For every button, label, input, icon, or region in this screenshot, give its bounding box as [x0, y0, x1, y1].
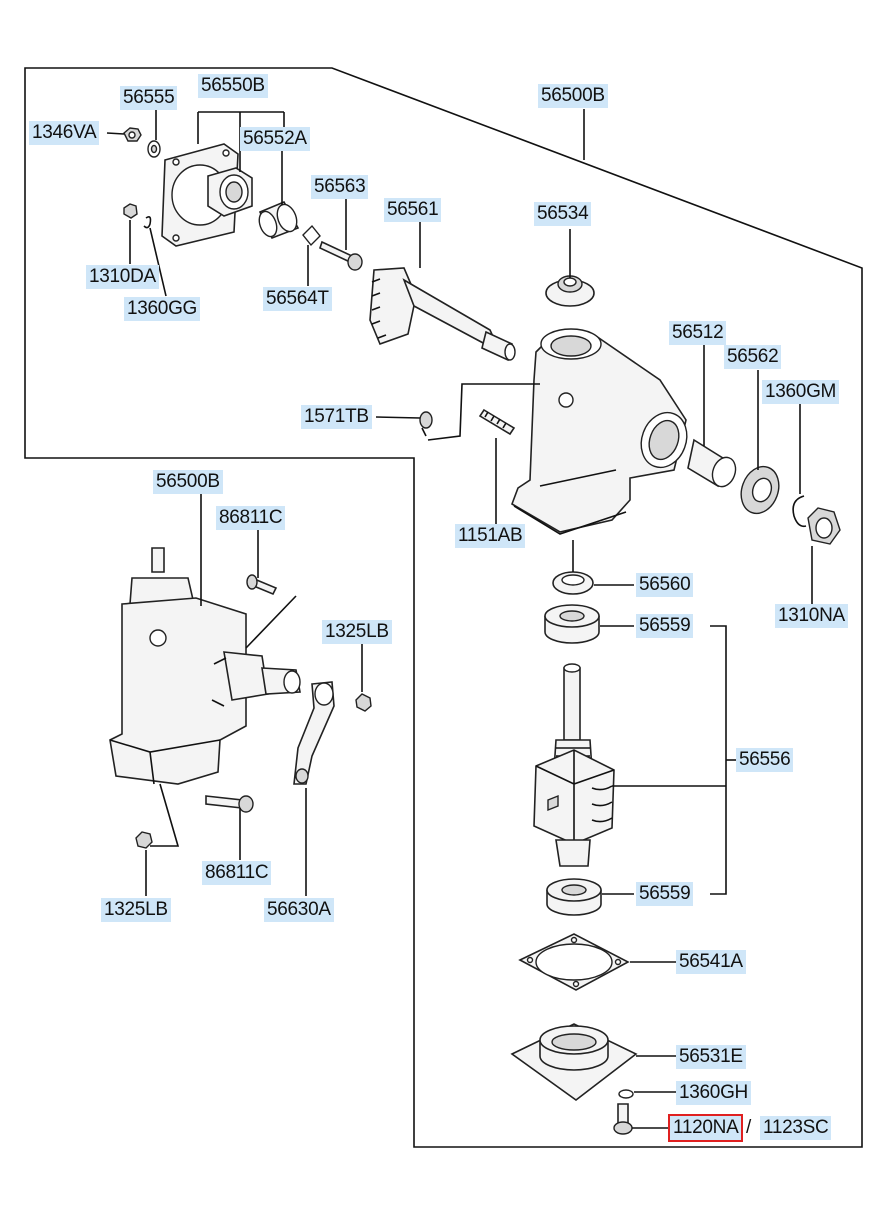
bolt-1120na-part	[613, 1103, 633, 1135]
label-56563[interactable]: 56563	[311, 175, 369, 199]
label-56561[interactable]: 56561	[384, 198, 442, 222]
gear-box-assembly-part	[109, 547, 301, 785]
label-56564t[interactable]: 56564T	[263, 287, 332, 311]
label-1325lb-bottom[interactable]: 1325LB	[101, 898, 171, 922]
washer-56555-part	[147, 140, 161, 158]
label-56555[interactable]: 56555	[120, 86, 178, 110]
end-cover-56531e-part	[510, 1023, 638, 1101]
label-56534[interactable]: 56534	[534, 202, 592, 226]
nut-1310na-part	[807, 507, 841, 545]
label-56630a[interactable]: 56630A	[264, 898, 334, 922]
label-1120na[interactable]: 1120NA	[667, 1114, 744, 1142]
washer-56564t-part	[302, 224, 321, 247]
nut-1325lb-bottom-part	[135, 831, 153, 849]
label-56552a[interactable]: 56552A	[240, 127, 310, 151]
bearing-56559-top-part	[544, 604, 600, 644]
gear-housing-part	[511, 328, 688, 535]
label-86811c-top[interactable]: 86811C	[216, 506, 286, 530]
bushing-56512-part	[687, 438, 737, 488]
label-1325lb-top[interactable]: 1325LB	[322, 620, 392, 644]
screw-56563-part	[319, 240, 363, 271]
label-86811c-bottom[interactable]: 86811C	[202, 861, 272, 885]
snap-ring-1360gm-part	[792, 495, 807, 528]
stud-1151ab-part	[478, 408, 516, 436]
nut-1310da-part	[123, 203, 138, 219]
label-56560[interactable]: 56560	[636, 573, 694, 597]
cover-56550b-part	[161, 143, 253, 247]
label-1360gm[interactable]: 1360GM	[762, 380, 840, 404]
label-separator-slash: /	[746, 1117, 752, 1138]
label-1151ab[interactable]: 1151AB	[455, 524, 526, 548]
label-1346va[interactable]: 1346VA	[29, 121, 100, 145]
label-1571tb[interactable]: 1571TB	[301, 405, 372, 429]
label-56531e[interactable]: 56531E	[676, 1045, 746, 1069]
label-56541a[interactable]: 56541A	[676, 950, 746, 974]
washer-1360gg-part	[143, 216, 152, 229]
label-56559-bottom[interactable]: 56559	[636, 882, 694, 906]
seal-56560-part	[552, 571, 594, 595]
bushing-56552a-part	[258, 200, 300, 240]
label-56512[interactable]: 56512	[669, 321, 727, 345]
nut-1325lb-top-part	[355, 693, 372, 712]
bolt-86811c-bottom-part	[205, 795, 254, 813]
bleeder-1571tb-part	[419, 411, 433, 437]
frame-outline	[24, 67, 863, 1148]
pitman-arm-56630a-part	[293, 681, 335, 785]
washer-1360gh-part	[618, 1089, 634, 1099]
label-56562[interactable]: 56562	[724, 345, 782, 369]
nut-1346va-part	[123, 127, 142, 142]
label-56550b[interactable]: 56550B	[198, 74, 268, 98]
sector-shaft-56561-part	[369, 267, 516, 362]
bearing-56559-bottom-part	[546, 878, 602, 916]
label-56500b-top[interactable]: 56500B	[538, 84, 608, 108]
label-1123sc[interactable]: 1123SC	[760, 1116, 832, 1140]
cap-56534-part	[545, 275, 595, 307]
gasket-56541a-part	[518, 933, 630, 991]
label-56500b-left[interactable]: 56500B	[153, 470, 223, 494]
label-1360gg[interactable]: 1360GG	[124, 297, 201, 321]
worm-shaft-56556-part	[533, 663, 615, 867]
label-56559-top[interactable]: 56559	[636, 614, 694, 638]
bolt-86811c-top-part	[246, 574, 278, 596]
leader-lines	[106, 109, 813, 1129]
label-1310na[interactable]: 1310NA	[775, 604, 848, 628]
label-1310da[interactable]: 1310DA	[86, 265, 159, 289]
label-56556[interactable]: 56556	[736, 748, 794, 772]
label-1360gh[interactable]: 1360GH	[676, 1081, 751, 1105]
seal-56562-part	[740, 465, 780, 515]
